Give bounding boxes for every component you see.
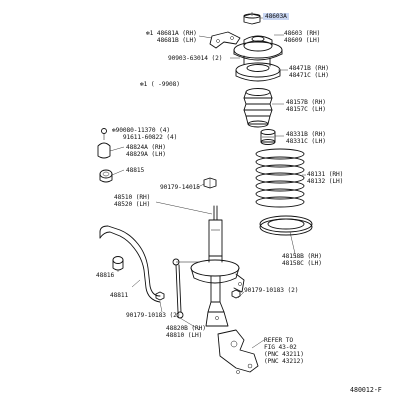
callout-48824[interactable]: 48824A (RH) 48829A (LH) [126,144,166,158]
callout-90179-10183-left[interactable]: 90179-10183 (2) [126,312,181,319]
bushing-48815-part[interactable] [99,169,113,183]
steering-knuckle-part[interactable] [217,329,259,374]
callout-48816[interactable]: 48816 [96,272,115,279]
callout-48157[interactable]: 48157B (RH) 48157C (LH) [286,99,326,113]
callout-48131[interactable]: 48131 (RH) 48132 (LH) [307,171,344,185]
insulator-48158-part[interactable] [259,215,313,236]
callout-48815[interactable]: 48815 [126,167,145,174]
bushing-48816-part[interactable] [112,256,124,271]
callout-48681[interactable]: ✻1 48681A (RH) 48681B (LH) [146,30,197,44]
callout-48471[interactable]: 48471B (RH) 48471C (LH) [289,65,329,79]
callout-48603a[interactable]: 48603A [263,13,289,20]
upper-support-48603-part[interactable] [233,35,283,61]
figure-code: 480012-F [350,386,382,394]
spring-seat-48471-part[interactable] [235,62,281,82]
callout-90179-10183-right[interactable]: 90179-10183 (2) [244,287,299,294]
callout-48158[interactable]: 48158B (RH) 48158C (LH) [282,253,322,267]
leader-lines [109,17,306,349]
bolt-90179-14015-part[interactable] [203,177,217,189]
coil-spring-48131-part[interactable] [255,148,305,208]
callout-48510[interactable]: 48510 (RH) 48520 (LH) [114,194,151,208]
callout-90080[interactable]: ✻90080-11370 (4) 91611-60822 (4) [112,127,178,141]
dust-boot-48157-part[interactable] [243,88,273,128]
stabilizer-bar-48811-part[interactable] [99,225,161,303]
callout-48603[interactable]: 48603 (RH) 48609 (LH) [284,30,321,44]
bracket-48824-part[interactable] [97,128,111,159]
bracket-48681-part[interactable] [209,31,241,49]
shock-absorber-48510-part[interactable] [190,205,245,327]
callout-90903[interactable]: 90903-63014 (2) [168,55,223,62]
nut-48603a-part[interactable] [243,12,261,25]
callout-48820[interactable]: 48820B (RH) 48810 (LH) [166,325,206,339]
nut-90179-10183-part[interactable] [155,289,241,301]
star-note: ✻1 ( -9908) [140,81,180,88]
callout-48811[interactable]: 48811 [110,292,129,299]
stabilizer-link-48820-part[interactable] [172,258,200,319]
refer-note[interactable]: REFER TO FIG 43-02 (PNC 43211) (PNC 4321… [264,337,304,365]
bumper-48331-part[interactable] [260,129,276,145]
callout-48331[interactable]: 48331B (RH) 48331C (LH) [286,131,326,145]
bolts-90903-part[interactable] [243,55,271,67]
callout-90179-14015[interactable]: 90179-14015 [160,184,200,191]
